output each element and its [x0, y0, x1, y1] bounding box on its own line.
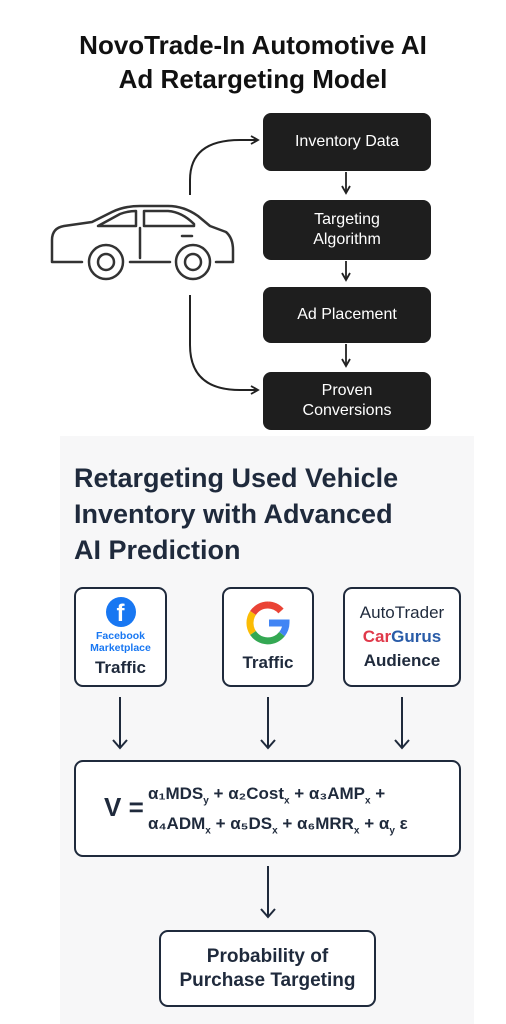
flow-step-proven-conversions: Proven Conversions [263, 372, 431, 430]
formula-lhs: V = [104, 792, 144, 822]
formula-line-1: α₁MDSy + α₂Costx + α₃AMPx + [148, 784, 385, 806]
flow-step-label: Ad Placement [297, 306, 397, 323]
formula-subscript: x [272, 825, 278, 837]
formula-subscript: x [283, 795, 290, 807]
cargurus-logo: CarGurus [362, 627, 442, 646]
section-title-line-1: Retargeting Used Vehicle [74, 463, 399, 493]
formula-subscript: x [365, 795, 371, 807]
formula-subscript: y [203, 795, 209, 807]
formula-term: + α [359, 814, 390, 833]
source-facebook-marketplace: f Facebook Marketplace Traffic [74, 587, 167, 687]
formula-term: + α₃AMP [289, 784, 366, 803]
flow-step-ad-placement: Ad Placement [263, 287, 431, 343]
title-line-1: NovoTrade-In Automotive AI [79, 30, 427, 60]
output-line-1: Probability of [206, 945, 329, 967]
car-icon [50, 204, 235, 281]
section-title-line-2: Inventory with Advanced [74, 499, 393, 529]
source-google: Traffic [222, 587, 314, 687]
autotrader-logo: AutoTrader [359, 603, 445, 622]
section-title: Retargeting Used Vehicle Inventory with … [74, 460, 474, 568]
facebook-marketplace-name: Facebook Marketplace [90, 629, 151, 654]
formula-subscript: y [389, 825, 395, 837]
curved-arrow-top [189, 135, 260, 195]
formula-term: α₄ADM [148, 814, 206, 833]
source-caption: Traffic [242, 653, 294, 672]
output-box: Probability of Purchase Targeting [159, 930, 376, 1007]
formula-term: α₁MDS [148, 784, 204, 803]
formula-term: ε [394, 814, 408, 833]
source-autotrader-cargurus: AutoTrader CarGurus Audience [343, 587, 461, 687]
formula-term: + α₆MRR [277, 814, 354, 833]
flow-step-inventory-data: Inventory Data [263, 113, 431, 171]
flow-step-label: Proven Conversions [302, 382, 392, 419]
page-title: NovoTrade-In Automotive AI Ad Retargetin… [0, 28, 506, 96]
flow-step-label: Targeting Algorithm [313, 211, 381, 248]
formula-subscript: x [353, 825, 360, 837]
section-title-line-3: AI Prediction [74, 535, 241, 565]
flow-step-label: Inventory Data [294, 133, 400, 150]
formula-subscript: x [205, 825, 211, 837]
source-caption: Traffic [94, 657, 147, 677]
curved-arrow-bottom [189, 295, 260, 395]
formula-box: V = α₁MDSy + α₂Costx + α₃AMPx + α₄ADMx +… [74, 760, 461, 857]
top-flow-graphics [50, 135, 351, 395]
facebook-logo-icon: f [105, 596, 136, 627]
output-line-2: Purchase Targeting [179, 969, 356, 991]
formula-term: + [370, 784, 386, 803]
formula-term: + α₂Cost [208, 784, 284, 803]
source-caption: Audience [363, 651, 441, 670]
google-logo-icon [246, 601, 290, 645]
formula-line-2: α₄ADMx + α₅DSx + α₆MRRx + αy ε [148, 814, 408, 836]
title-line-2: Ad Retargeting Model [118, 64, 388, 94]
flow-step-targeting-algorithm: Targeting Algorithm [263, 200, 431, 260]
formula-term: + α₅DS [210, 814, 273, 833]
